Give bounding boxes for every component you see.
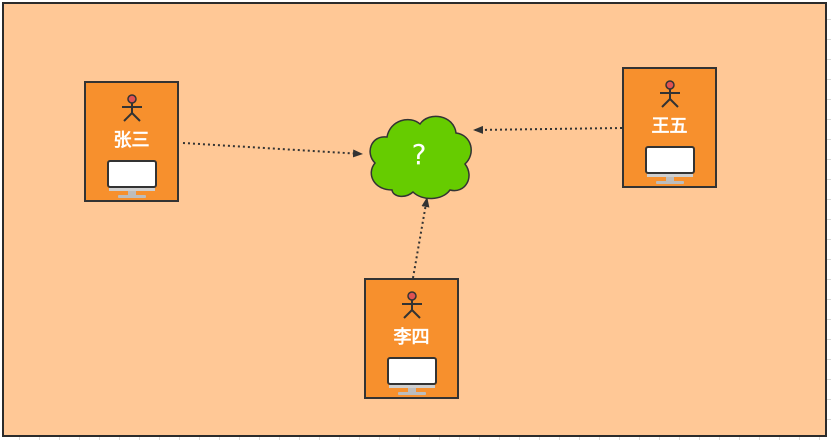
node-label: 王五 (651, 116, 688, 137)
monitor-icon (644, 146, 695, 184)
monitor-icon (386, 357, 437, 395)
node-li-si[interactable]: 李四 (364, 278, 459, 399)
node-zhang-san[interactable]: 张三 (84, 81, 179, 202)
node-label: 张三 (113, 130, 150, 151)
grid-edge-right (826, 0, 831, 440)
grid-edge-bottom (0, 436, 831, 440)
monitor-icon (106, 160, 157, 198)
cloud-label: ? (411, 137, 427, 171)
edge-li-to-cloud (412, 197, 430, 279)
edge-zhang-to-cloud (182, 142, 363, 158)
cloud-icon (369, 115, 472, 200)
person-icon (121, 94, 142, 122)
edge-wang-to-cloud (473, 125, 623, 134)
node-wang-wu[interactable]: 王五 (622, 67, 717, 188)
person-icon (659, 80, 680, 108)
node-label: 李四 (393, 327, 430, 348)
person-icon (401, 291, 422, 319)
